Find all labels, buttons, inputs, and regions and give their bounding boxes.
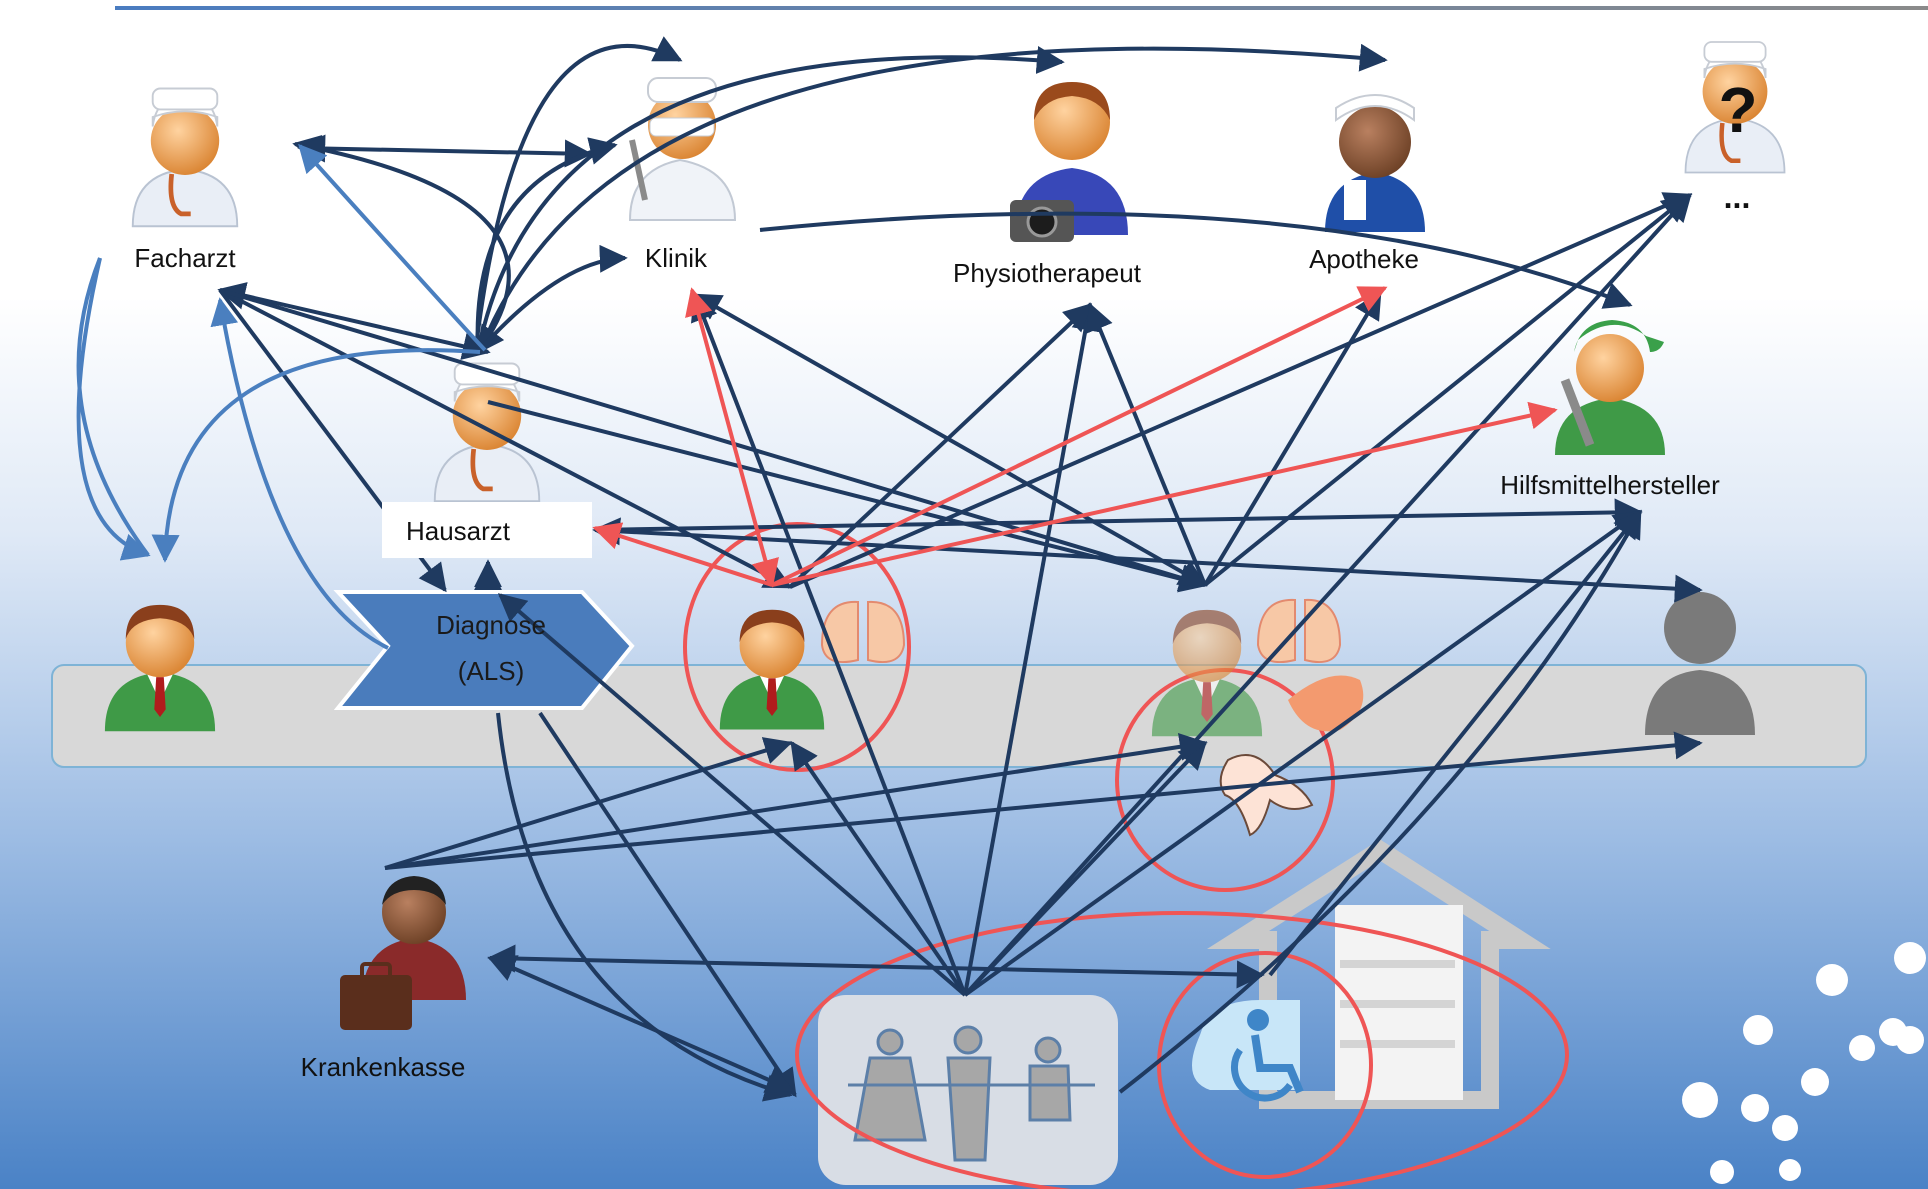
facharzt-label: Facharzt [134, 243, 236, 273]
family-icon [818, 995, 1118, 1185]
referral-arrows [76, 143, 487, 650]
red-arrows [592, 286, 1558, 588]
top-rule [115, 6, 1928, 10]
unknown-doctor-icon: ? [1686, 42, 1785, 173]
hausarzt-label-box [382, 502, 592, 558]
diagnose-line1: Diagnose [436, 610, 546, 640]
house-icon [1206, 839, 1551, 1109]
physiotherapeut-label: Physiotherapeut [953, 258, 1142, 288]
krankenkasse-icon [340, 876, 466, 1030]
klinik-label: Klinik [645, 243, 708, 273]
wheelchair-icon [1192, 1000, 1304, 1102]
diagnose-line2: (ALS) [458, 656, 524, 686]
pharmacist-icon [1325, 94, 1425, 232]
patient-icon-deceased [1645, 592, 1755, 735]
stomach-icon [1288, 675, 1364, 732]
physiotherapist-icon [1010, 82, 1128, 242]
mechanic-icon [1555, 320, 1665, 455]
connection-arrows [217, 36, 1703, 1102]
hausarzt-label: Hausarzt [406, 516, 511, 546]
hilfsmittelhersteller-label: Hilfsmittelhersteller [1500, 470, 1720, 500]
decorative-dots [1682, 942, 1926, 1184]
svg-text:?: ? [1718, 74, 1757, 146]
apotheke-label: Apotheke [1309, 244, 1419, 274]
krankenkasse-label: Krankenkasse [301, 1052, 466, 1082]
lungs-icon [820, 598, 1342, 664]
unknown-actor-label: ... [1724, 179, 1751, 215]
